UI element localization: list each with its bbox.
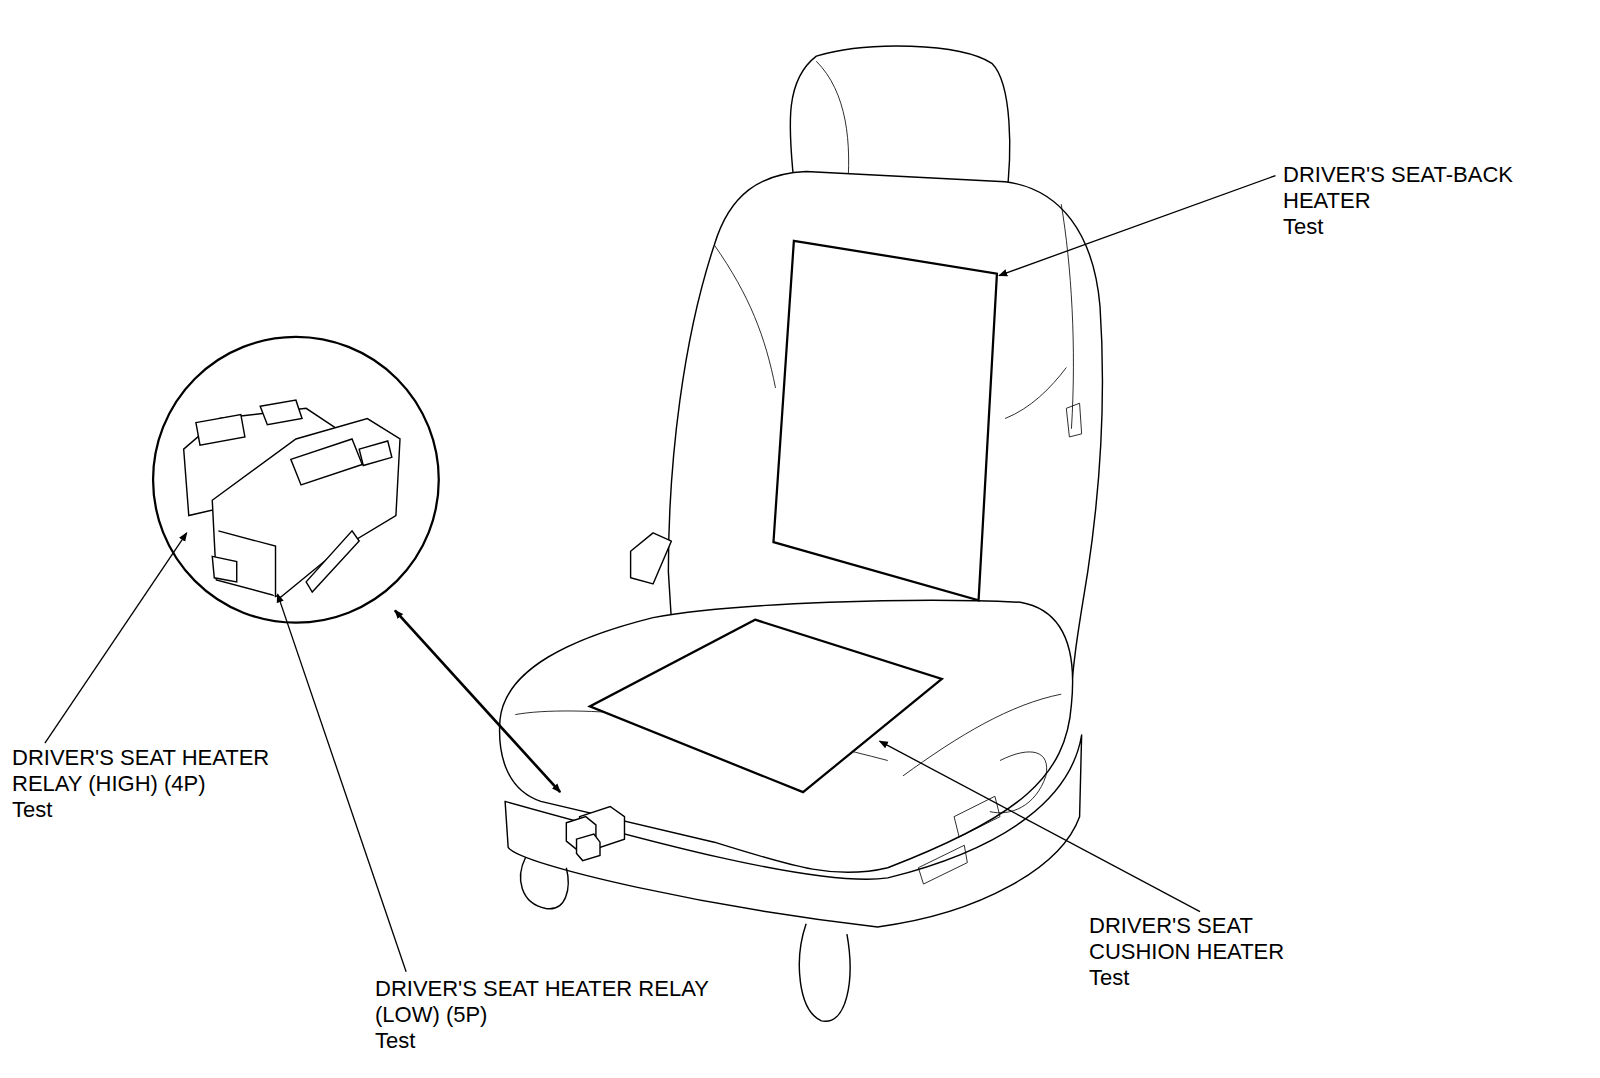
callout-label: DRIVER'S SEAT CUSHION HEATER xyxy=(1089,913,1344,965)
detail-arrow xyxy=(395,610,560,792)
callout-label: DRIVER'S SEAT HEATER RELAY (HIGH) (4P) xyxy=(12,745,342,797)
detail-circle xyxy=(153,337,439,623)
cushion-heater-pad xyxy=(590,620,942,793)
seat-back-heater-pad xyxy=(773,241,996,600)
test-link: Test xyxy=(1089,965,1209,991)
test-link: Test xyxy=(1283,214,1403,240)
test-link: Test xyxy=(375,1028,495,1054)
leader-lines xyxy=(45,176,1276,972)
test-link: Test xyxy=(12,797,132,823)
relay-detail xyxy=(184,400,400,597)
callout-label: DRIVER'S SEAT-BACK HEATER xyxy=(1283,162,1583,214)
seat-outline xyxy=(500,46,1103,1021)
relay-small xyxy=(566,806,624,860)
callout-label: DRIVER'S SEAT HEATER RELAY (LOW) (5P) xyxy=(375,976,715,1028)
